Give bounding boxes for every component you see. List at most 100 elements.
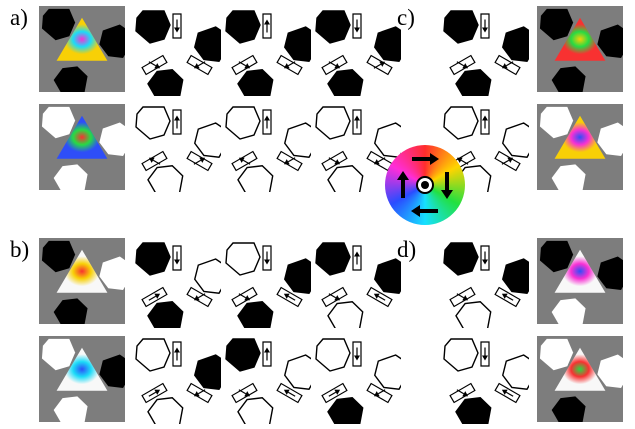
island-empty xyxy=(237,397,274,429)
spin-arrowhead-icon xyxy=(501,389,508,395)
island-filled xyxy=(373,258,411,294)
spin-arrow-down-right-icon xyxy=(238,389,247,395)
island-empty xyxy=(225,242,261,276)
sim-island xyxy=(597,24,623,59)
island-empty xyxy=(501,122,539,158)
spin-arrowhead-icon xyxy=(482,27,488,33)
spin-arrowhead-icon xyxy=(264,115,270,121)
spin-arrowhead-icon xyxy=(462,295,469,301)
spin-arrow-down-left-icon xyxy=(377,389,386,395)
island-empty xyxy=(193,122,231,158)
sim-b1 xyxy=(39,238,125,324)
island-filled xyxy=(147,69,184,105)
spin-arrow-up-right-icon xyxy=(148,391,157,397)
spin-arrow-down-right-icon xyxy=(238,293,247,299)
spin-arrowhead-icon xyxy=(244,295,251,301)
sim-island xyxy=(597,256,623,291)
spin-arrow-down-left-icon xyxy=(505,61,514,67)
sim-island xyxy=(99,122,125,157)
sim-island xyxy=(99,24,125,59)
spin-arrow-down-right-icon xyxy=(456,389,465,395)
sim-b2 xyxy=(39,336,125,422)
spin-arrowhead-icon xyxy=(354,115,360,121)
sim-island xyxy=(53,164,88,190)
spin-arrow-up-left-icon xyxy=(242,159,251,165)
spin-arrowhead-icon xyxy=(264,259,270,265)
spin-arrow-down-left-icon xyxy=(197,389,206,395)
spin-arrow-up-right-icon xyxy=(373,63,382,69)
island-empty xyxy=(327,301,364,337)
island-filled xyxy=(327,69,364,105)
island-empty xyxy=(327,165,364,201)
island-empty xyxy=(237,165,274,201)
spin-arrowhead-icon xyxy=(264,19,270,25)
spin-arrow-down-right-icon xyxy=(328,157,337,163)
trimer-a2-1 xyxy=(133,104,231,201)
island-filled xyxy=(315,10,351,44)
sim-magnetization-core xyxy=(56,17,108,61)
wheel-arrow-down-icon xyxy=(441,172,453,199)
spin-arrow-down-left-icon xyxy=(197,293,206,299)
sim-island xyxy=(539,106,574,139)
spin-arrow-up-left-icon xyxy=(152,159,161,165)
island-filled xyxy=(327,397,364,429)
wheel-arrow-left-icon xyxy=(411,205,438,217)
spin-arrow-down-left-icon xyxy=(197,61,206,67)
sim-island xyxy=(41,240,76,273)
spin-arrowhead-icon xyxy=(456,157,463,163)
spin-arrow-up-right-icon xyxy=(193,159,202,165)
panel-label-b: b) xyxy=(10,237,30,262)
island-filled xyxy=(225,338,261,372)
spin-arrowhead-icon xyxy=(193,295,200,301)
sim-island xyxy=(53,396,88,422)
spin-arrowhead-icon xyxy=(373,391,380,397)
wheel-arrow-up-icon xyxy=(397,171,409,198)
island-empty xyxy=(225,106,261,140)
trimer-a1-2 xyxy=(223,8,321,105)
spin-arrowhead-icon xyxy=(354,251,360,257)
spin-arrow-down-right-icon xyxy=(456,293,465,299)
island-filled xyxy=(373,26,411,62)
island-filled xyxy=(237,69,274,105)
spin-arrowhead-icon xyxy=(174,27,180,33)
sim-magnetization-core xyxy=(56,249,108,293)
spin-arrowhead-icon xyxy=(154,389,161,395)
spin-arrow-up-right-icon xyxy=(501,159,510,165)
spin-arrowhead-icon xyxy=(334,63,341,69)
island-filled xyxy=(283,258,321,294)
island-empty xyxy=(443,106,479,140)
spin-arrowhead-icon xyxy=(354,27,360,33)
spin-arrowhead-icon xyxy=(379,61,386,67)
trimer-d1 xyxy=(441,240,539,337)
island-filled xyxy=(225,10,261,44)
spin-arrowhead-icon xyxy=(283,63,290,69)
spin-arrowhead-icon xyxy=(264,347,270,353)
panel-label-a: a) xyxy=(10,5,28,30)
sim-magnetization-core xyxy=(56,115,108,159)
spin-arrow-down-left-icon xyxy=(287,157,296,163)
sim-island xyxy=(539,240,574,273)
island-filled xyxy=(455,397,492,429)
spin-arrowhead-icon xyxy=(244,391,251,397)
sim-island xyxy=(551,66,586,92)
sim-island xyxy=(99,256,125,291)
island-empty xyxy=(501,354,539,390)
sim-island xyxy=(41,106,76,139)
sim-island xyxy=(551,164,586,190)
trimer-c2 xyxy=(441,104,539,201)
spin-arrow-down-left-icon xyxy=(287,61,296,67)
panel-label-c: c) xyxy=(397,5,415,30)
sim-island xyxy=(53,298,88,324)
island-empty xyxy=(443,338,479,372)
trimer-b2-2 xyxy=(223,336,321,429)
spin-arrowhead-icon xyxy=(199,157,206,163)
trimer-b2-1 xyxy=(133,336,231,429)
spin-arrow-up-left-icon xyxy=(377,295,386,301)
spin-arrowhead-icon xyxy=(354,355,360,361)
spin-arrowhead-icon xyxy=(482,115,488,121)
trimer-b1-2 xyxy=(223,240,321,337)
spin-arrowhead-icon xyxy=(193,63,200,69)
trimer-a2-3 xyxy=(313,104,411,201)
sim-island xyxy=(41,338,76,371)
